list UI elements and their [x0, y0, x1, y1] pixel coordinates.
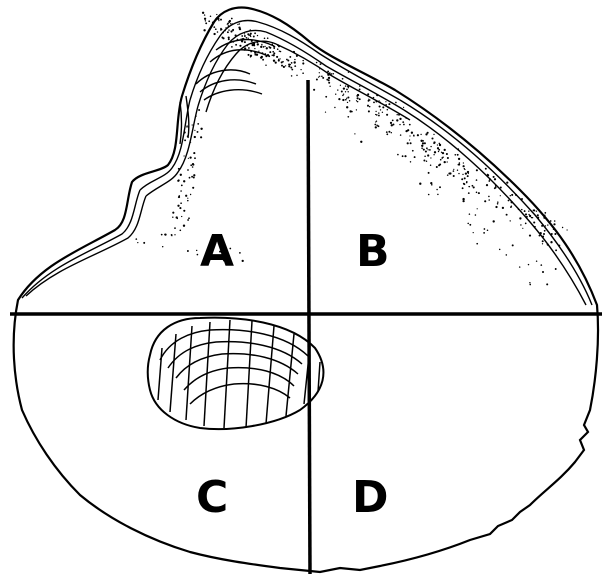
vertical-divider [308, 80, 310, 574]
quadrant-label-c: C [196, 472, 228, 523]
quadrant-label-b: B [356, 226, 390, 277]
shell-outline [14, 8, 598, 572]
quadrant-label-d: D [352, 472, 389, 523]
quadrant-label-a: A [200, 226, 234, 277]
